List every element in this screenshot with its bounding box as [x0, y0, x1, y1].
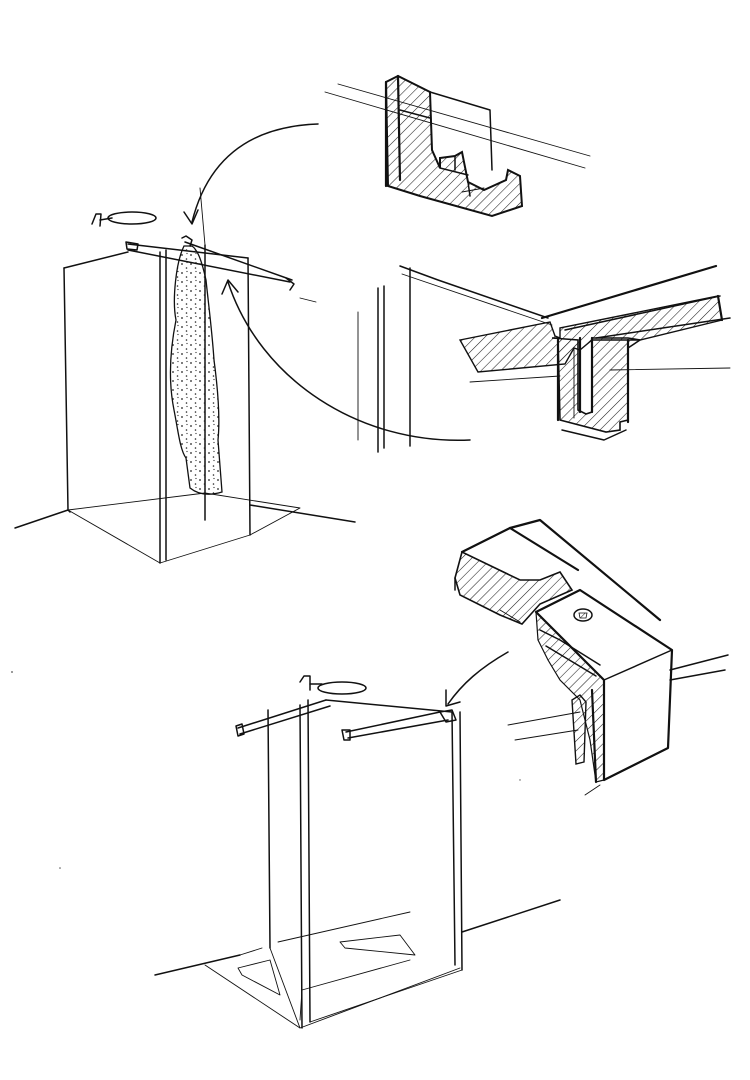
u-channel-bracket-sketch	[324, 74, 591, 218]
glass-clamp-section-sketch	[299, 264, 731, 453]
shower-with-towel-sketch	[14, 123, 471, 564]
rail-end-cap-sketch	[445, 518, 729, 796]
paper-specks	[11, 671, 521, 869]
shower-two-rails-sketch	[154, 675, 561, 1029]
